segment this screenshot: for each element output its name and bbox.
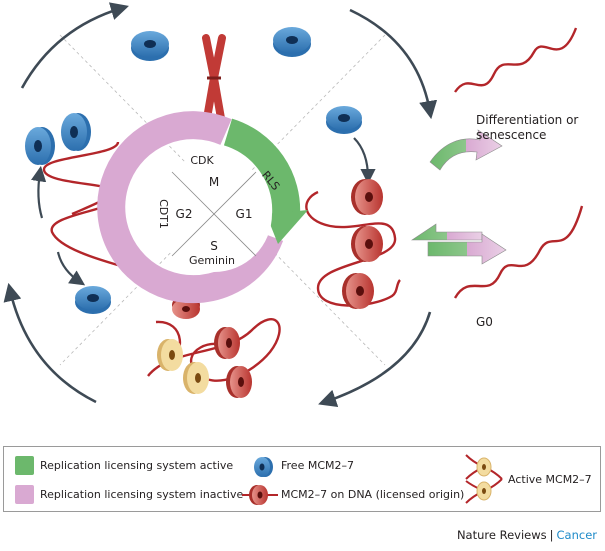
free-mcm-icon bbox=[326, 106, 362, 134]
ring-label-cdt1: CDT1 bbox=[157, 199, 170, 229]
footer-separator: | bbox=[549, 528, 554, 542]
licensed-mcm-icon bbox=[226, 366, 252, 398]
legend-swatch-active bbox=[15, 456, 34, 475]
licensed-mcm-icon bbox=[214, 327, 240, 359]
legend-label-active-mcm: Active MCM2–7 bbox=[508, 473, 592, 486]
ring-label-geminin: Geminin bbox=[189, 254, 235, 267]
free-mcm-icon bbox=[61, 113, 91, 151]
journal-footer: Nature Reviews|Cancer bbox=[457, 528, 597, 542]
phase-m: M bbox=[209, 175, 219, 189]
legend-swatch-inactive bbox=[15, 485, 34, 504]
arrow-g0-return bbox=[427, 233, 507, 265]
licensed-mcm-icon bbox=[342, 273, 374, 309]
cycle-arrow-bottom-right bbox=[318, 311, 432, 408]
legend-label-licensed-mcm: MCM2–7 on DNA (licensed origin) bbox=[281, 488, 465, 501]
licensed-mcm-icon bbox=[351, 179, 383, 215]
legend-licensed-mcm-icon bbox=[242, 485, 278, 505]
outer-cycle-arrows bbox=[3, 2, 438, 408]
cycle-arrow-top-left bbox=[20, 2, 129, 89]
legend: Replication licensing system active Repl… bbox=[3, 446, 601, 512]
phase-g2: G2 bbox=[176, 207, 193, 221]
arrow-free-to-loaded bbox=[353, 137, 376, 185]
legend-label-inactive: Replication licensing system inactive bbox=[40, 488, 244, 501]
ring-active-segment bbox=[223, 118, 301, 217]
chromosome-icon bbox=[202, 34, 226, 128]
licensed-mcm-icon bbox=[351, 226, 383, 262]
quadrant-dividers bbox=[59, 34, 386, 366]
legend-active-mcm-icon bbox=[465, 454, 503, 504]
active-mcm-icon bbox=[183, 362, 209, 394]
phase-g1: G1 bbox=[236, 207, 253, 221]
ring-active-arrowhead bbox=[266, 210, 308, 244]
dna-differentiation bbox=[454, 27, 578, 93]
cycle-arrow-bottom-left bbox=[3, 282, 97, 404]
ring-label-cdk: CDK bbox=[190, 154, 214, 167]
arrow-to-differentiation bbox=[429, 129, 503, 171]
free-mcm-icon bbox=[273, 27, 311, 57]
legend-label-active: Replication licensing system active bbox=[40, 459, 234, 472]
free-mcm-rings bbox=[25, 27, 362, 314]
outcome-differentiation-line2: senescence bbox=[476, 128, 546, 142]
journal-name: Nature Reviews bbox=[456, 528, 547, 542]
arrow-release-up bbox=[30, 165, 47, 219]
arrow-release-down bbox=[56, 251, 86, 286]
licensing-ring bbox=[97, 111, 308, 304]
dna-g0 bbox=[453, 205, 584, 299]
outcome-g0: G0 bbox=[476, 315, 493, 329]
outcome-differentiation-line1: Differentiation or bbox=[476, 113, 578, 127]
free-mcm-icon bbox=[25, 127, 55, 165]
free-mcm-icon bbox=[75, 286, 111, 314]
arrow-g0-bidirectional bbox=[411, 223, 483, 241]
legend-label-free-mcm: Free MCM2–7 bbox=[281, 459, 354, 472]
free-mcm-icon bbox=[131, 31, 169, 61]
ring-inactive-segment bbox=[97, 111, 284, 304]
active-mcm-icon bbox=[157, 339, 183, 371]
licensed-mcm-group bbox=[342, 179, 383, 309]
legend-free-mcm-icon bbox=[254, 457, 273, 477]
exit-arrows bbox=[411, 129, 507, 265]
journal-section: Cancer bbox=[556, 528, 598, 542]
cycle-arrow-top-right bbox=[349, 8, 438, 120]
outcome-differentiation: Differentiation or senescence bbox=[476, 113, 582, 142]
inner-arrows bbox=[30, 137, 376, 286]
phase-s: S bbox=[210, 239, 218, 253]
dna-strand-right bbox=[305, 190, 401, 307]
